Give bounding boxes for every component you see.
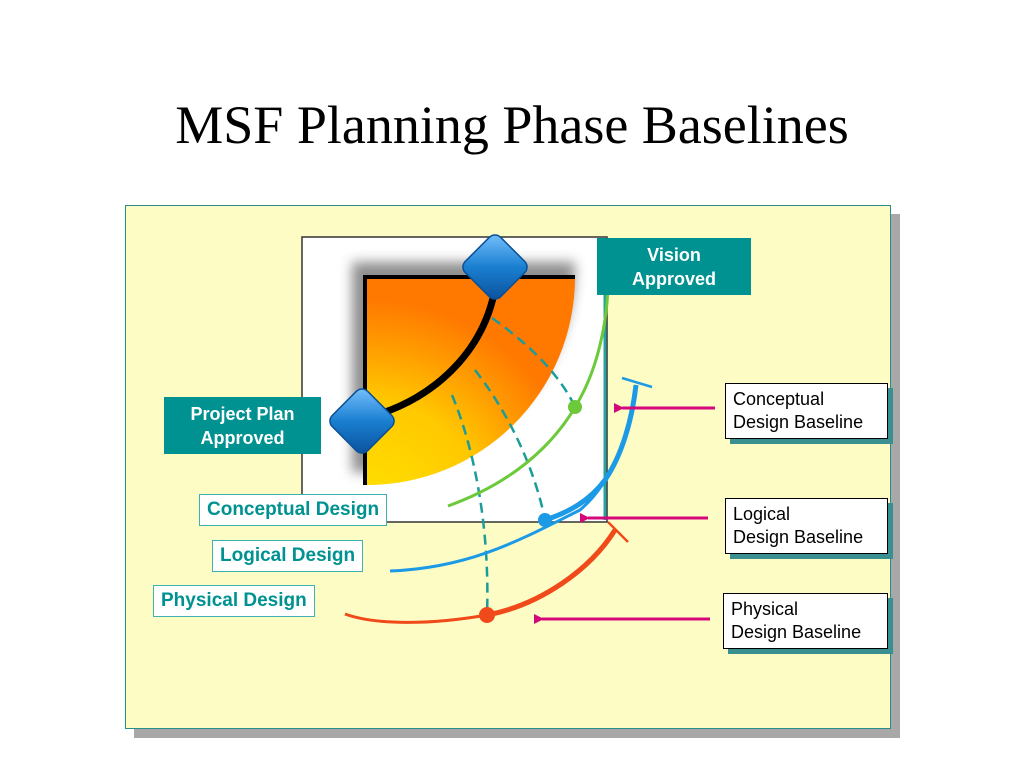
logical-baseline-line2: Design Baseline bbox=[733, 527, 864, 547]
logical-arc-end-tick bbox=[621, 376, 653, 389]
project-plan-approved-line1: Project Plan bbox=[190, 403, 295, 424]
conceptual-arc bbox=[447, 279, 610, 508]
logical-design-baseline: Logical Design Baseline bbox=[725, 498, 888, 554]
project-plan-diamond bbox=[329, 388, 395, 454]
quarter-disc bbox=[365, 277, 575, 486]
physical-arc-thick bbox=[486, 528, 618, 618]
conceptual-milestone-dot bbox=[568, 400, 582, 414]
conceptual-baseline-line2: Design Baseline bbox=[733, 412, 864, 432]
physical-baseline-line2: Design Baseline bbox=[731, 622, 862, 642]
conceptual-design-baseline: Conceptual Design Baseline bbox=[725, 383, 888, 439]
physical-design-baseline: Physical Design Baseline bbox=[723, 593, 888, 649]
physical-baseline-line1: Physical bbox=[731, 599, 799, 619]
dashed-arc-logical bbox=[474, 369, 547, 521]
dashed-arc-conceptual bbox=[491, 316, 577, 408]
conceptual-baseline-line1: Conceptual bbox=[733, 389, 825, 409]
vision-approved-line1: Vision bbox=[647, 244, 701, 265]
phase-label-logical: Logical Design bbox=[212, 540, 364, 572]
physical-arc-end-tick bbox=[607, 521, 629, 543]
vision-approved-label: Vision Approved bbox=[597, 238, 751, 295]
project-plan-approved-line2: Approved bbox=[200, 427, 285, 448]
logical-baseline-line1: Logical bbox=[733, 504, 791, 524]
vision-approved-line2: Approved bbox=[631, 268, 716, 289]
phase-label-physical: Physical Design bbox=[153, 585, 315, 617]
physical-milestone-dot bbox=[479, 607, 495, 623]
phase-label-conceptual: Conceptual Design bbox=[199, 494, 388, 526]
slide-title: MSF Planning Phase Baselines bbox=[175, 95, 849, 155]
project-plan-approved-label: Project Plan Approved bbox=[164, 397, 321, 454]
vision-diamond bbox=[462, 234, 528, 300]
logical-arc-thick bbox=[544, 384, 639, 523]
logical-milestone-dot bbox=[538, 513, 552, 527]
